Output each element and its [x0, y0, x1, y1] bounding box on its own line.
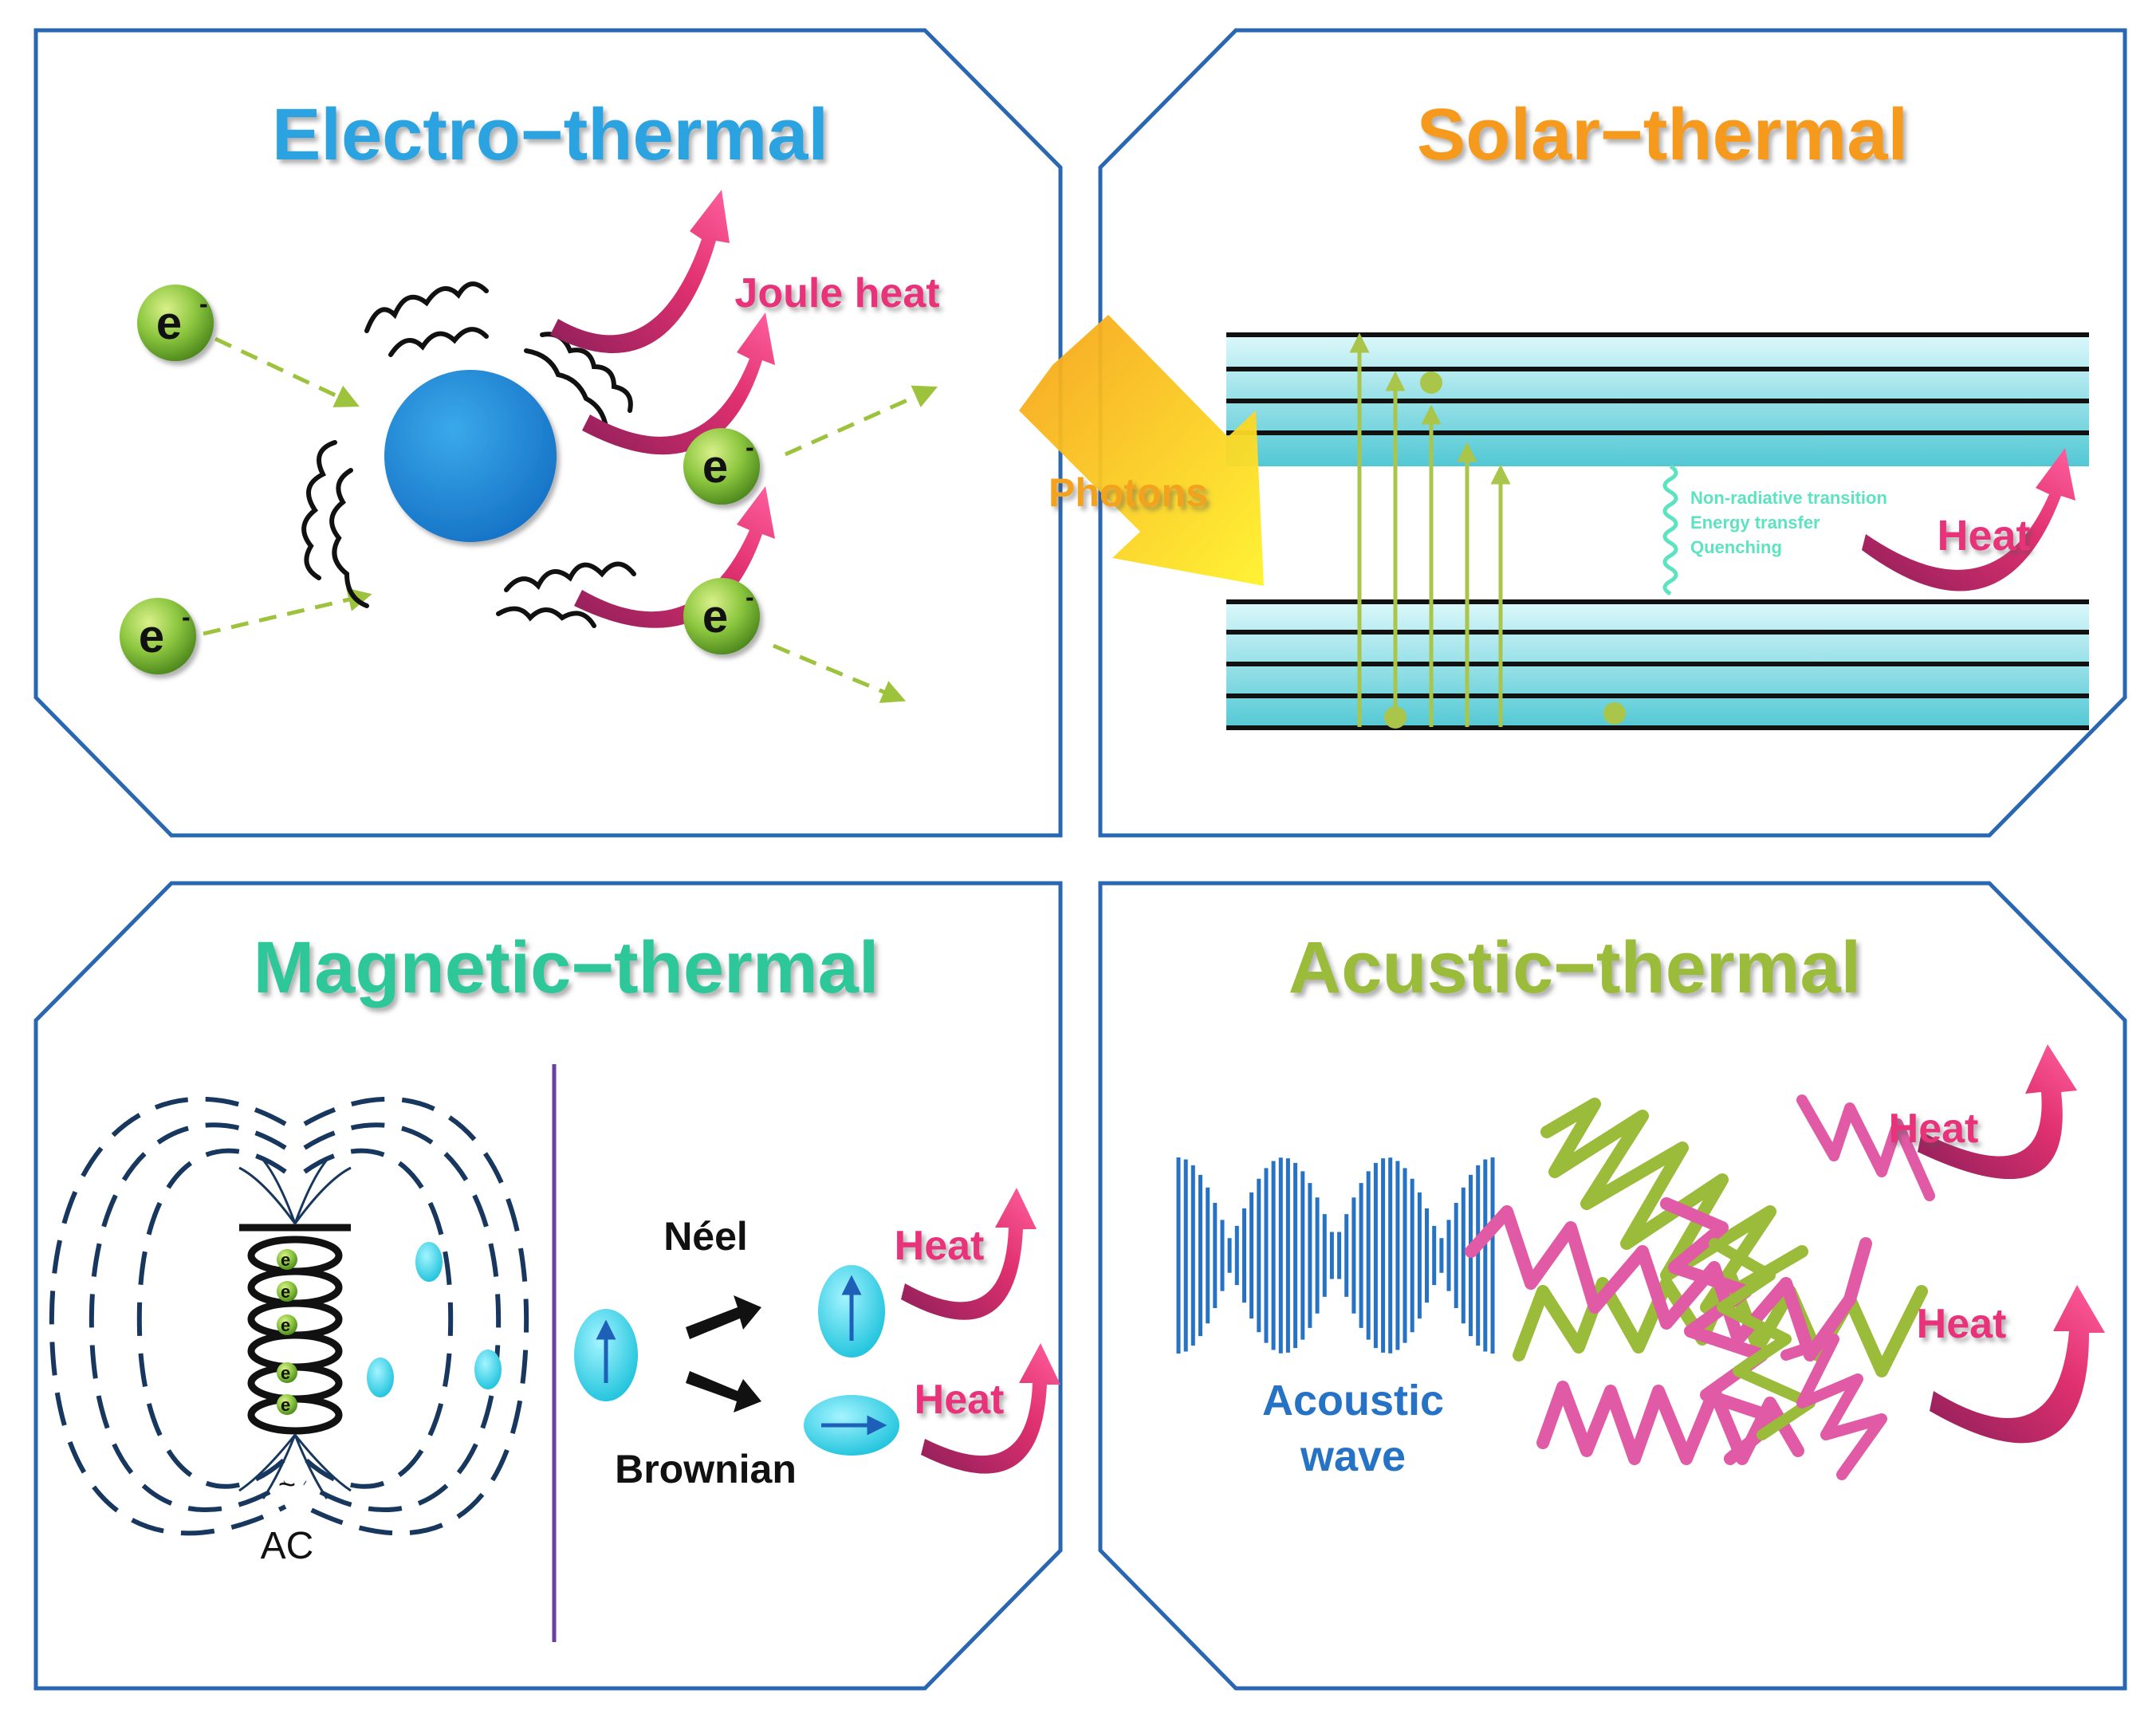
coil-electron-symbol: e	[281, 1282, 290, 1302]
transition-line-3: Quenching	[1690, 537, 1782, 557]
electron-symbol: e	[702, 591, 728, 642]
frame-acoustic	[1098, 881, 2127, 1691]
coil-electrons: e e e e e	[277, 1249, 297, 1415]
brownian-direction-arrow	[686, 1371, 761, 1413]
initial-nanoparticle	[574, 1309, 638, 1401]
electron-path-out-2	[773, 643, 907, 703]
acoustic-heat-label-2: Heat	[1917, 1301, 2007, 1347]
brownian-heat-label: Heat	[915, 1377, 1005, 1423]
title-acustic-thermal: Acustic−thermal	[1288, 927, 1861, 1008]
neel-direction-arrow	[686, 1295, 761, 1339]
magnetic-panel: e e e e e ~ AC Néel Brownian	[49, 1064, 1060, 1642]
neel-nanoparticle	[818, 1265, 885, 1358]
electron-path-in-1	[214, 336, 360, 407]
chain-pink-3	[1660, 1197, 1784, 1465]
joule-heat-arrows	[550, 190, 775, 628]
electron-in-1: e -	[137, 285, 214, 361]
photons-label: Photons	[1048, 470, 1208, 515]
electron-out-1: e -	[683, 428, 760, 505]
electron-out-2: e -	[683, 578, 760, 654]
joule-heat-arrow-1	[550, 190, 730, 354]
chain-pink-5	[1796, 1094, 1935, 1201]
ground-electron-2	[1603, 702, 1626, 725]
coil-electron-symbol: e	[281, 1250, 290, 1270]
coil-electron-symbol: e	[281, 1363, 290, 1383]
electrons: e - e - e - e -	[120, 285, 760, 674]
chain-pink-4	[1780, 1334, 1887, 1480]
brownian-heat-arrow	[921, 1343, 1060, 1474]
neel-label: Néel	[663, 1214, 748, 1259]
lower-band	[1226, 599, 2089, 730]
electron-path-out-1	[784, 385, 938, 457]
non-radiative-squiggle	[1662, 464, 1678, 596]
ac-symbol: ~	[278, 1468, 296, 1502]
brownian-nanoparticle	[804, 1395, 899, 1456]
title-electro-thermal: Electro−thermal	[272, 94, 828, 175]
acoustic-panel: Acoustic wave Heat Heat	[1176, 1044, 2105, 1480]
electron-charge: -	[182, 603, 191, 631]
acoustic-heat-arrow-1	[1918, 1044, 2077, 1180]
frame-electro	[33, 28, 1063, 838]
title-solar-thermal: Solar−thermal	[1417, 94, 1908, 175]
ground-electron-1	[1384, 706, 1407, 729]
electron-in-2: e -	[120, 598, 196, 674]
electron-charge: -	[746, 433, 754, 462]
neel-heat-arrow	[901, 1188, 1037, 1320]
field-nanoparticles	[367, 1242, 502, 1397]
frame-magnetic	[33, 881, 1063, 1691]
transition-line-2: Energy transfer	[1690, 513, 1820, 532]
frame-solar	[1098, 28, 2127, 838]
excitation-arrows	[1349, 332, 1511, 727]
upper-band	[1226, 332, 2089, 466]
acoustic-heat-label-1: Heat	[1889, 1106, 1979, 1152]
chain-green-1	[1540, 1098, 1808, 1314]
coil-electron-symbol: e	[281, 1395, 290, 1415]
chain-pink-2	[1536, 1381, 1804, 1465]
brownian-label: Brownian	[615, 1447, 797, 1491]
vibrating-chains	[1465, 1094, 1935, 1480]
solar-heat-arrow	[1862, 448, 2075, 591]
electron-symbol: e	[156, 297, 182, 349]
electron-path-in-2	[203, 587, 372, 636]
photon-arrow	[1019, 315, 1264, 586]
electron-charge: -	[746, 583, 754, 611]
coil-electron-symbol: e	[281, 1315, 290, 1335]
joule-heat-arrow-2	[582, 312, 775, 455]
electron-symbol: e	[139, 611, 164, 662]
electron-charge: -	[199, 289, 208, 318]
flux-bundle	[238, 1159, 352, 1499]
acoustic-waveform	[1176, 1157, 1495, 1354]
acoustic-heat-arrow-2	[1930, 1285, 2105, 1444]
transition-line-1: Non-radiative transition	[1690, 488, 1887, 508]
title-magnetic-thermal: Magnetic−thermal	[254, 927, 879, 1008]
solar-panel: Non-radiative transition Energy transfer…	[1226, 332, 2089, 730]
electro-panel: Joule heat e - e - e - e -	[120, 190, 940, 703]
chain-pink-1	[1465, 1205, 1872, 1361]
acoustic-wave-label-line-1: Acoustic	[1262, 1377, 1444, 1424]
magnetic-field-lines	[49, 1096, 529, 1536]
neel-heat-label: Heat	[895, 1223, 985, 1269]
excited-electron	[1420, 371, 1442, 394]
solar-heat-label: Heat	[1937, 512, 2030, 560]
electron-symbol: e	[702, 441, 728, 493]
joule-heat-label: Joule heat	[734, 270, 939, 316]
acoustic-wave-label-line-2: wave	[1300, 1432, 1406, 1480]
ac-label: AC	[261, 1525, 314, 1567]
lattice-ion	[384, 370, 557, 542]
